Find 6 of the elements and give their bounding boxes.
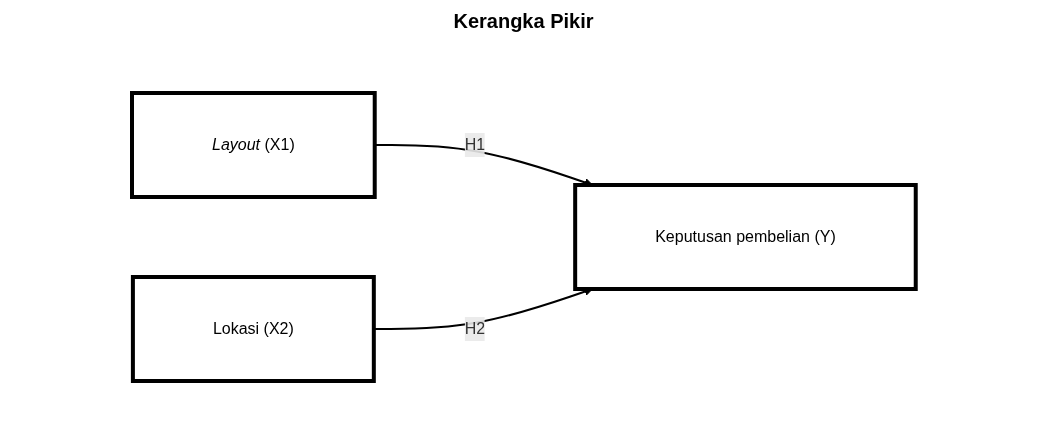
- edge-label: H2: [464, 320, 485, 337]
- diagram-title: Kerangka Pikir: [452, 10, 595, 33]
- node-box: Lokasi (X2): [130, 275, 376, 383]
- edge-label: H1: [464, 136, 485, 153]
- node-box: Keputusan pembelian (Y): [572, 183, 918, 291]
- node-box: Layout (X1): [129, 91, 377, 199]
